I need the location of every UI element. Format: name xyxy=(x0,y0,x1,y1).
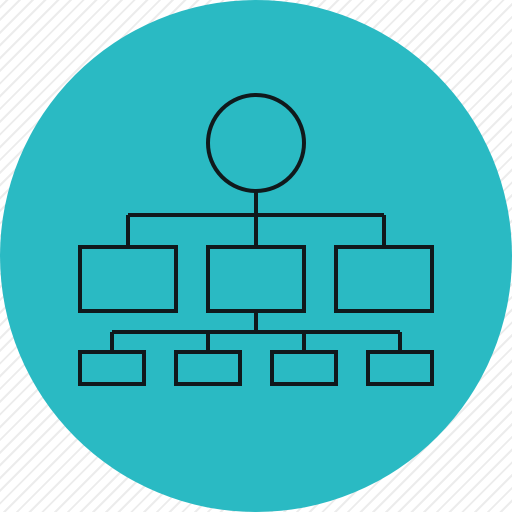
level2-box-1 xyxy=(78,350,146,386)
level2-box-4 xyxy=(366,350,434,386)
level1-box-left xyxy=(78,245,178,313)
hierarchy-diagram xyxy=(78,93,434,386)
level1-box-right xyxy=(334,245,434,313)
level2-box-2 xyxy=(174,350,242,386)
level2-box-3 xyxy=(270,350,338,386)
